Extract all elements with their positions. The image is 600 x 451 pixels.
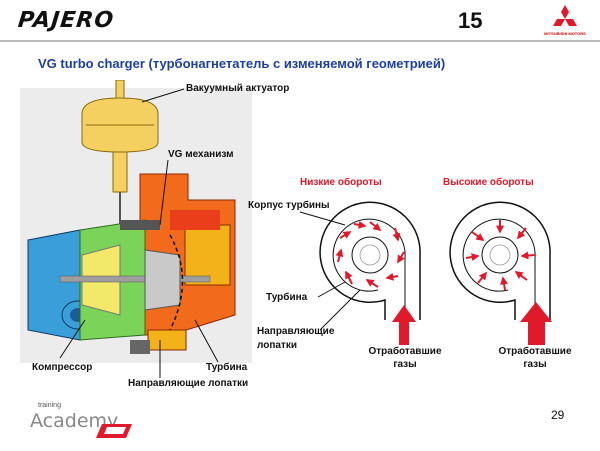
label-vg-mechanism: VG механизм bbox=[168, 149, 234, 160]
label-compressor: Компрессор bbox=[32, 362, 93, 373]
label-guide-vanes-right-line2: лопатки bbox=[257, 340, 297, 351]
label-low-rpm: Низкие обороты bbox=[300, 177, 382, 188]
label-vacuum-actuator: Вакуумный актуатор bbox=[186, 83, 290, 94]
turbine-housing-high-rpm bbox=[449, 201, 552, 345]
turbine-housing-low-rpm bbox=[319, 201, 421, 345]
footer-page-number: 29 bbox=[551, 408, 565, 422]
label-exhaust-right-line1: Отработавшие bbox=[498, 346, 572, 357]
logo-caption: MITSUBISHI MOTORS bbox=[544, 31, 586, 36]
label-guide-vanes-left: Направляющие лопатки bbox=[128, 378, 249, 389]
mitsubishi-logo: MITSUBISHI MOTORS bbox=[540, 4, 590, 42]
turbocharger-cutaway-illustration bbox=[20, 80, 252, 363]
label-exhaust-left-line1: Отработавшие bbox=[368, 346, 442, 357]
three-diamonds-icon bbox=[553, 5, 577, 26]
label-exhaust-right-line2: газы bbox=[523, 359, 547, 370]
label-exhaust-left-line2: газы bbox=[393, 359, 417, 370]
slide-title: VG turbo charger (турбонагнетатель с изм… bbox=[38, 56, 446, 71]
academy-red-stripe-icon bbox=[96, 424, 132, 438]
label-turbine-left: Турбина bbox=[206, 362, 248, 373]
section-number: 15 bbox=[458, 8, 483, 33]
footer-training-label: training bbox=[38, 402, 61, 409]
label-turbine-housing: Корпус турбины bbox=[248, 200, 330, 211]
label-turbine-right: Турбина bbox=[266, 292, 308, 303]
footer-academy-logo: Academy bbox=[30, 410, 119, 432]
label-guide-vanes-right-line1: Направляющие bbox=[257, 326, 335, 337]
label-high-rpm: Высокие обороты bbox=[443, 177, 534, 188]
header-divider bbox=[0, 40, 600, 42]
